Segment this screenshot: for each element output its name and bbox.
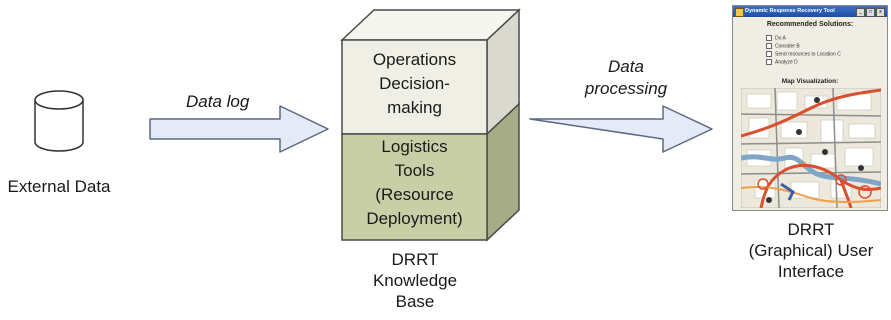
window-controls: _□x bbox=[855, 8, 885, 17]
checkbox-icon[interactable] bbox=[766, 51, 772, 57]
close-icon[interactable]: x bbox=[876, 8, 885, 17]
data-processing-line-2: processing bbox=[584, 79, 668, 98]
logistics-line-3: (Resource bbox=[375, 185, 454, 204]
external-data-label: External Data bbox=[7, 177, 111, 196]
operations-line-2: Decision- bbox=[379, 74, 450, 93]
gui-caption-line-2: (Graphical) User bbox=[748, 241, 874, 260]
kb-caption-line-3: Base bbox=[395, 292, 435, 311]
option-row-3[interactable]: Send resources to Location C bbox=[766, 51, 841, 57]
logistics-line-2: Tools bbox=[394, 161, 435, 180]
option-row-4[interactable]: Analyze D bbox=[766, 59, 798, 65]
maximize-icon[interactable]: □ bbox=[866, 8, 875, 17]
data-processing-line-1: Data bbox=[608, 57, 644, 76]
gui-caption: DRRT (Graphical) User Interface bbox=[736, 219, 886, 282]
option-label-1: Do A bbox=[775, 35, 786, 42]
data-processing-label: Data processing bbox=[566, 56, 686, 100]
knowledge-base-caption: DRRT Knowledge Base bbox=[350, 249, 480, 312]
gui-caption-line-1: DRRT bbox=[787, 220, 835, 239]
app-icon bbox=[735, 8, 744, 17]
gui-window: Dynamic Response Recovery Tool _□x Recom… bbox=[732, 5, 888, 211]
cube-3d-edges bbox=[340, 8, 521, 242]
logistics-line-4: Deployment) bbox=[366, 209, 463, 228]
option-row-1[interactable]: Do A bbox=[766, 35, 786, 41]
data-log-label: Data log bbox=[186, 92, 250, 111]
checkbox-icon[interactable] bbox=[766, 43, 772, 49]
minimize-icon[interactable]: _ bbox=[856, 8, 865, 17]
map-visualization[interactable] bbox=[741, 88, 881, 208]
checkbox-icon[interactable] bbox=[766, 35, 772, 41]
logistics-line-1: Logistics bbox=[381, 137, 448, 156]
gui-caption-line-3: Interface bbox=[777, 262, 845, 281]
external-data-node: External Data bbox=[0, 90, 150, 210]
database-icon bbox=[34, 90, 84, 152]
map-visualization-title: Map Visualization: bbox=[781, 78, 839, 85]
option-row-2[interactable]: Consider B bbox=[766, 43, 800, 49]
operations-line-1: Operations bbox=[372, 50, 457, 69]
kb-caption-line-1: DRRT bbox=[391, 250, 439, 269]
operations-line-3: making bbox=[387, 98, 442, 117]
gui-title-bar: Dynamic Response Recovery Tool bbox=[733, 6, 887, 17]
kb-caption-line-2: Knowledge bbox=[372, 271, 458, 290]
option-label-2: Consider B bbox=[775, 43, 800, 50]
recommended-solutions-title: Recommended Solutions: bbox=[766, 21, 854, 28]
data-log-arrow bbox=[149, 105, 329, 153]
option-label-4: Analyze D bbox=[775, 59, 798, 66]
option-label-3: Send resources to Location C bbox=[775, 51, 841, 58]
knowledge-base-stack: Operations Decision- making Logistics To… bbox=[340, 8, 522, 243]
checkbox-icon[interactable] bbox=[766, 59, 772, 65]
data-processing-arrow bbox=[529, 105, 713, 153]
